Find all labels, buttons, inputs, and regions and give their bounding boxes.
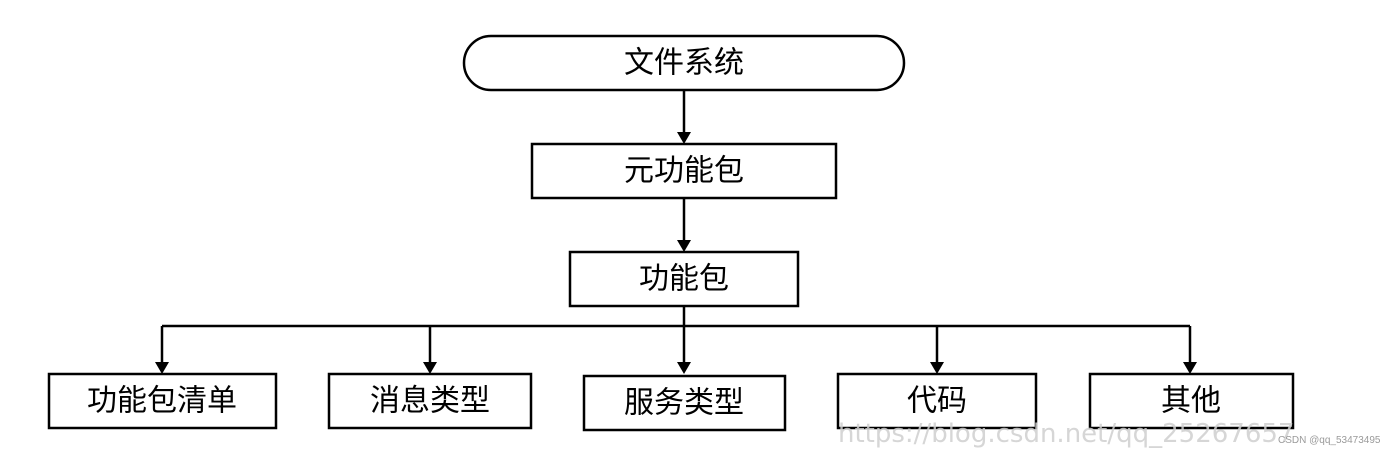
child-node-shape [836,372,1038,430]
connector-meta-package-to-package [677,198,691,252]
root-node-label: 文件系统 [624,46,744,81]
child-node-shape [582,374,787,432]
arrowhead [930,362,944,374]
child-node-label: 服务类型 [624,386,744,421]
child-node-shape [327,372,533,430]
child-node-message-types: 消息类型 [327,372,533,430]
child-node-shape [47,372,278,430]
arrowhead [423,362,437,374]
child-node-package-manifest: 功能包清单 [47,372,278,430]
child-node-label: 功能包清单 [87,384,237,419]
root-node: 文件系统 [462,34,906,92]
arrowhead [677,132,691,144]
meta-package-node-label: 元功能包 [624,154,744,189]
child-node-service-types: 服务类型 [582,374,787,432]
child-node-code: 代码 [836,372,1038,430]
arrowhead [677,240,691,252]
child-node-other: 其他 [1088,372,1295,430]
watermark-url: https://blog.csdn.net/qq_25267657 [838,419,1294,449]
child-node-label: 其他 [1161,384,1221,419]
branch-connectors [155,306,1197,374]
connector-root-to-meta-package [677,90,691,144]
package-node: 功能包 [568,250,800,308]
watermark-credit: CSDN @qq_53473495 [1278,435,1381,446]
meta-package-node: 元功能包 [530,142,838,200]
package-node-label: 功能包 [639,262,729,297]
meta-package-node-shape [530,142,838,200]
arrowhead [155,362,169,374]
child-node-shape [1088,372,1295,430]
arrowhead [677,362,691,374]
child-node-label: 代码 [907,384,967,419]
arrowhead [1183,362,1197,374]
child-node-label: 消息类型 [370,384,490,419]
